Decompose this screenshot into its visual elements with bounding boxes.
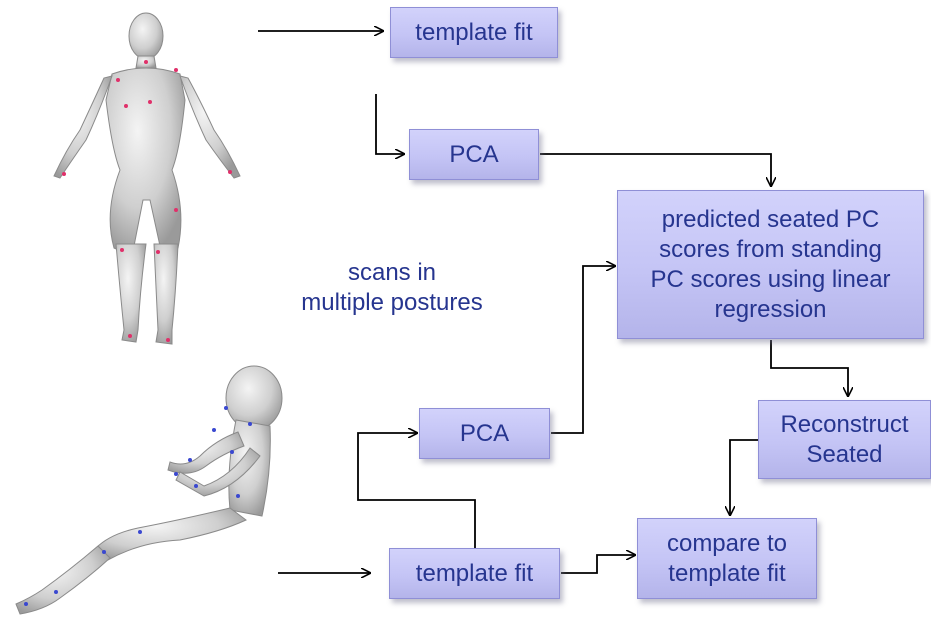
seated-body-scan [15, 365, 283, 615]
connector-arrows [258, 31, 848, 573]
compare-line-1: compare to [666, 529, 788, 557]
seated-landmarks [24, 406, 252, 606]
arrow-predict-to-reconstruct [770, 340, 848, 396]
arrow-template-bottom-to-pca-bottom [357, 433, 476, 548]
predict-line-2: scores from standing [659, 235, 882, 263]
arrow-reconstruct-to-compare [730, 439, 758, 515]
caption-line-1: scans in [347, 259, 437, 286]
scans-caption: scans in multiple postures [282, 258, 502, 318]
reconstruct-line-2: Seated [806, 440, 883, 468]
pca-box-bottom: PCA [419, 408, 550, 459]
arrow-pca-top-to-predict [540, 153, 771, 186]
predict-line-4: regression [714, 295, 827, 323]
predict-seated-scores-box: predicted seated PC scores from standing… [617, 190, 924, 339]
standing-body-scan [53, 12, 241, 345]
caption-line-2: multiple postures [301, 289, 483, 316]
predict-line-1: predicted seated PC [661, 205, 880, 233]
compare-line-2: template fit [668, 559, 786, 587]
template-fit-box-bottom: template fit [389, 548, 560, 599]
reconstruct-line-1: Reconstruct [780, 410, 909, 438]
arrow-pca-bottom-to-predict [551, 266, 615, 434]
arrow-template-top-to-pca-top [375, 94, 404, 154]
template-fit-box-top: template fit [390, 7, 558, 58]
reconstruct-seated-box: Reconstruct Seated [758, 400, 931, 479]
standing-landmarks [62, 60, 232, 342]
pca-box-top: PCA [409, 129, 539, 180]
predict-line-3: PC scores using linear [650, 265, 891, 293]
arrow-template-bottom-to-compare [561, 555, 635, 574]
compare-to-template-fit-box: compare to template fit [637, 518, 817, 599]
